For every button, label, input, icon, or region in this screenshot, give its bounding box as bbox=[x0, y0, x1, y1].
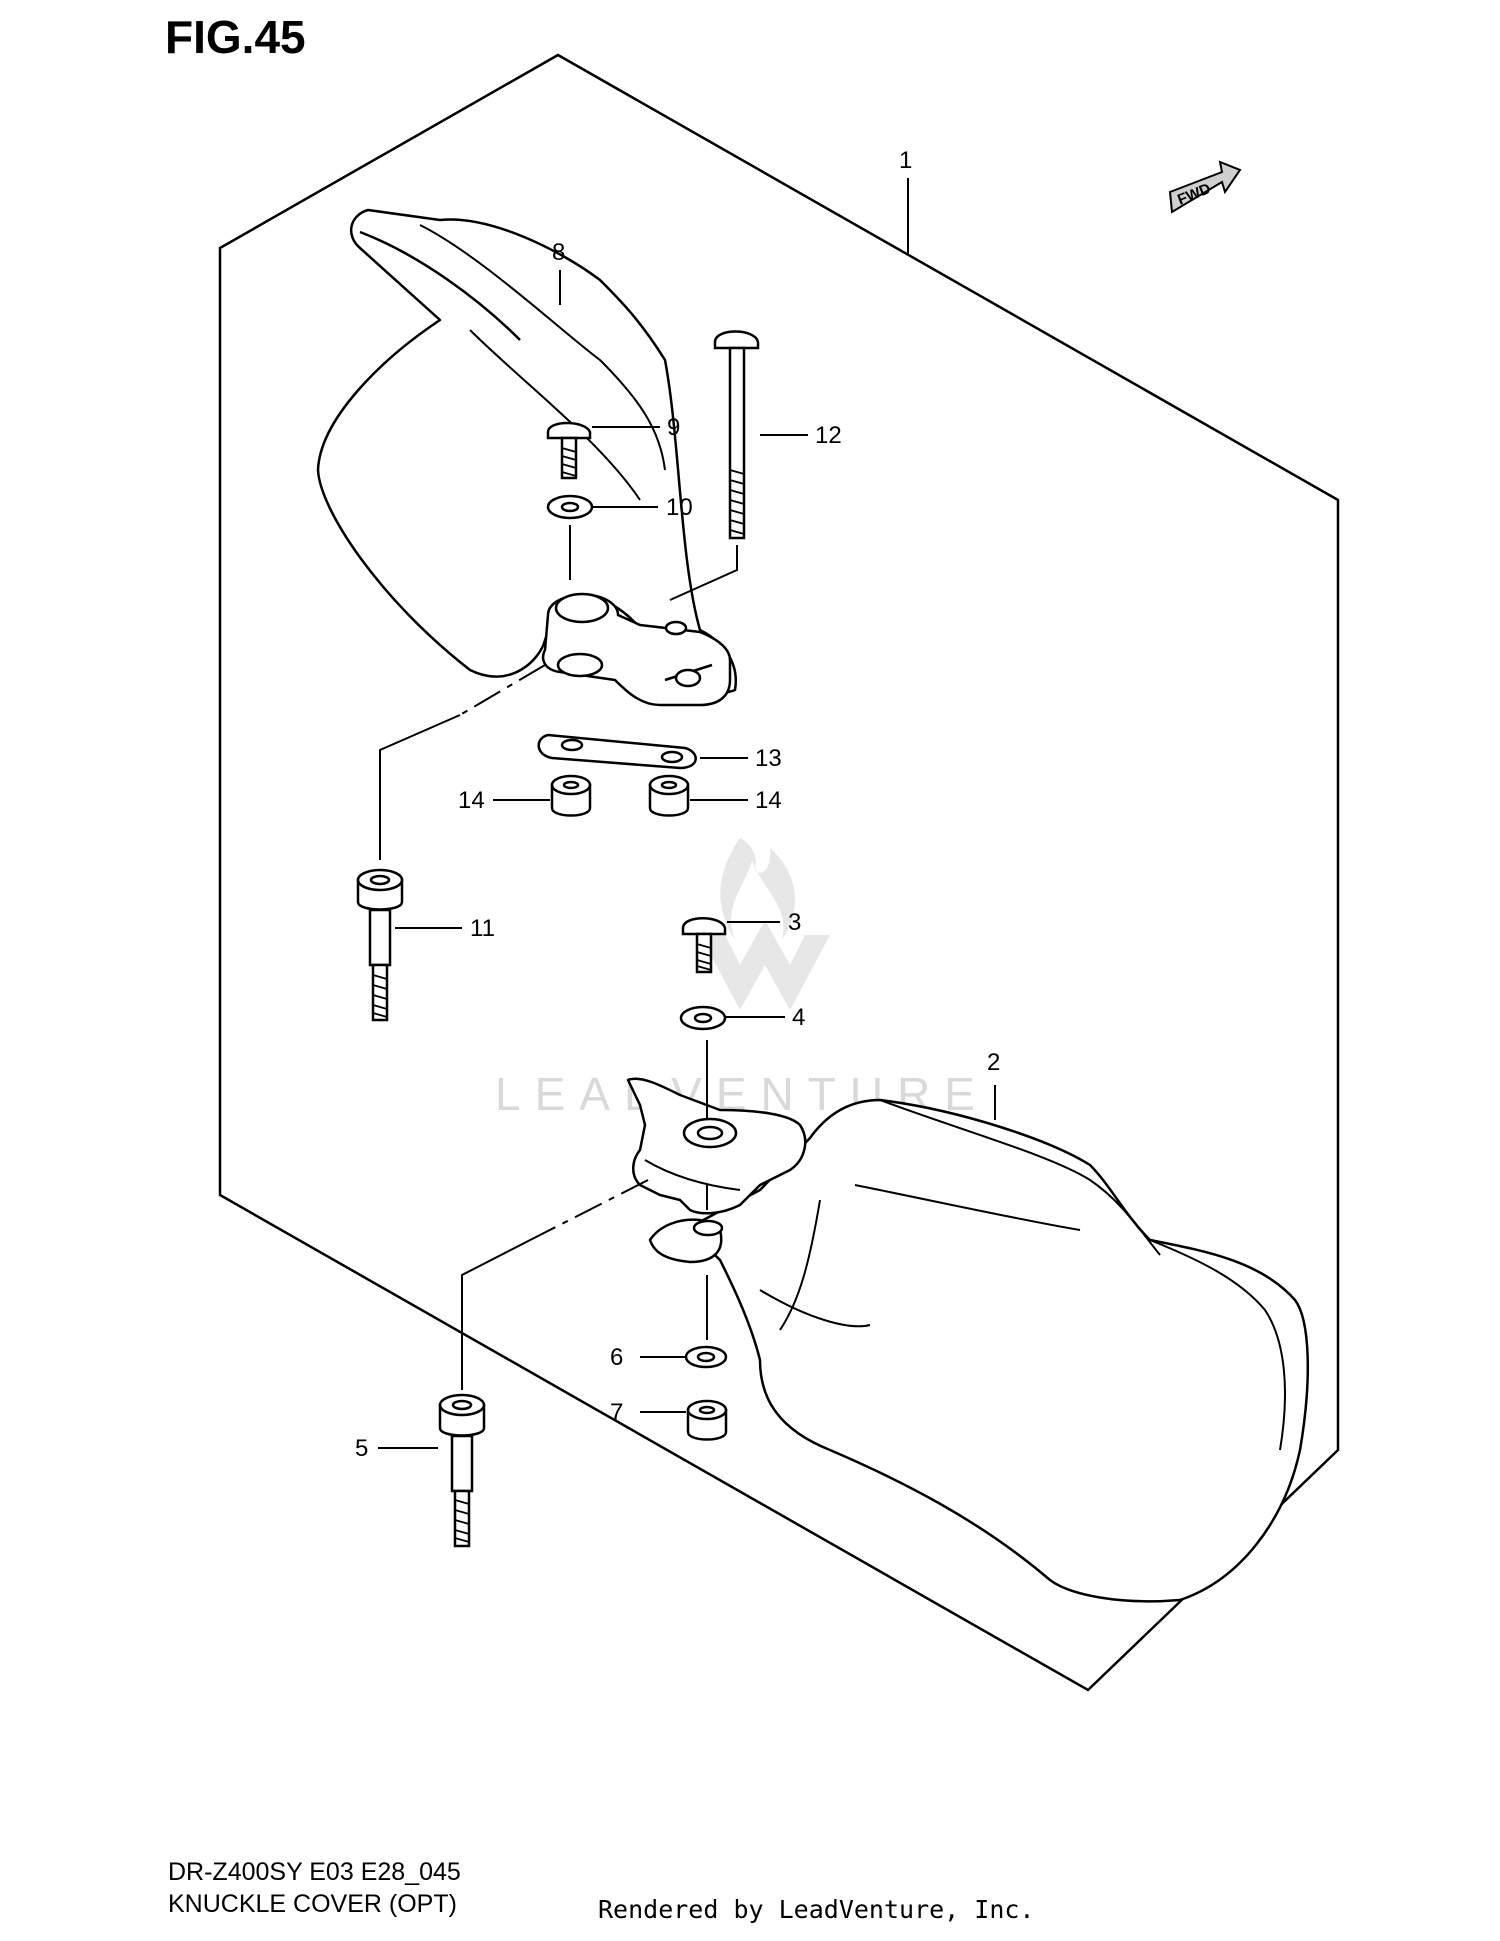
callout-6: 6 bbox=[610, 1344, 623, 1371]
render-credit: Rendered by LeadVenture, Inc. bbox=[598, 1895, 1035, 1924]
assembly-lines bbox=[379, 525, 738, 1390]
knuckle-cover-left bbox=[316, 208, 738, 694]
model-code: DR-Z400SY E03 E28_045 bbox=[168, 1858, 461, 1886]
callout-14-left: 14 bbox=[458, 787, 485, 814]
callout-5: 5 bbox=[355, 1435, 368, 1462]
callout-11: 11 bbox=[470, 915, 495, 942]
callout-14-right: 14 bbox=[755, 787, 782, 814]
kit-outline bbox=[218, 53, 1340, 1692]
callout-10: 10 bbox=[666, 494, 693, 521]
plate-part-13 bbox=[537, 733, 697, 770]
callout-12: 12 bbox=[815, 422, 842, 449]
screw-part-3 bbox=[681, 917, 727, 974]
nut-part-14-right bbox=[648, 774, 690, 817]
figure-title: FIG.45 bbox=[165, 11, 306, 63]
screw-part-12 bbox=[713, 330, 760, 540]
watermark-logo bbox=[700, 838, 830, 1010]
bolt-part-5 bbox=[438, 1393, 486, 1548]
washer-part-6 bbox=[684, 1345, 728, 1369]
callout-2: 2 bbox=[987, 1049, 1000, 1076]
callout-1: 1 bbox=[899, 147, 912, 174]
fwd-arrow-icon: FWD bbox=[1168, 160, 1242, 214]
knuckle-cover-right bbox=[673, 1098, 1310, 1603]
lower-bracket bbox=[626, 1077, 807, 1264]
diagram-caption: KNUCKLE COVER (OPT) bbox=[168, 1890, 457, 1918]
washer-part-10 bbox=[546, 494, 594, 520]
screw-part-9 bbox=[546, 421, 592, 480]
callout-leaders bbox=[378, 178, 996, 1449]
fwd-label: FWD bbox=[1175, 180, 1213, 209]
upper-bracket bbox=[541, 592, 732, 707]
callout-8: 8 bbox=[552, 239, 565, 266]
callout-7: 7 bbox=[610, 1399, 623, 1426]
callout-13: 13 bbox=[755, 745, 782, 772]
washer-part-4 bbox=[679, 1005, 727, 1031]
bolt-part-11 bbox=[356, 868, 404, 1022]
callout-9: 9 bbox=[667, 414, 680, 441]
nut-part-14-left bbox=[550, 774, 592, 817]
callout-3: 3 bbox=[788, 909, 801, 936]
nut-part-7 bbox=[686, 1399, 728, 1441]
callout-4: 4 bbox=[792, 1004, 805, 1031]
